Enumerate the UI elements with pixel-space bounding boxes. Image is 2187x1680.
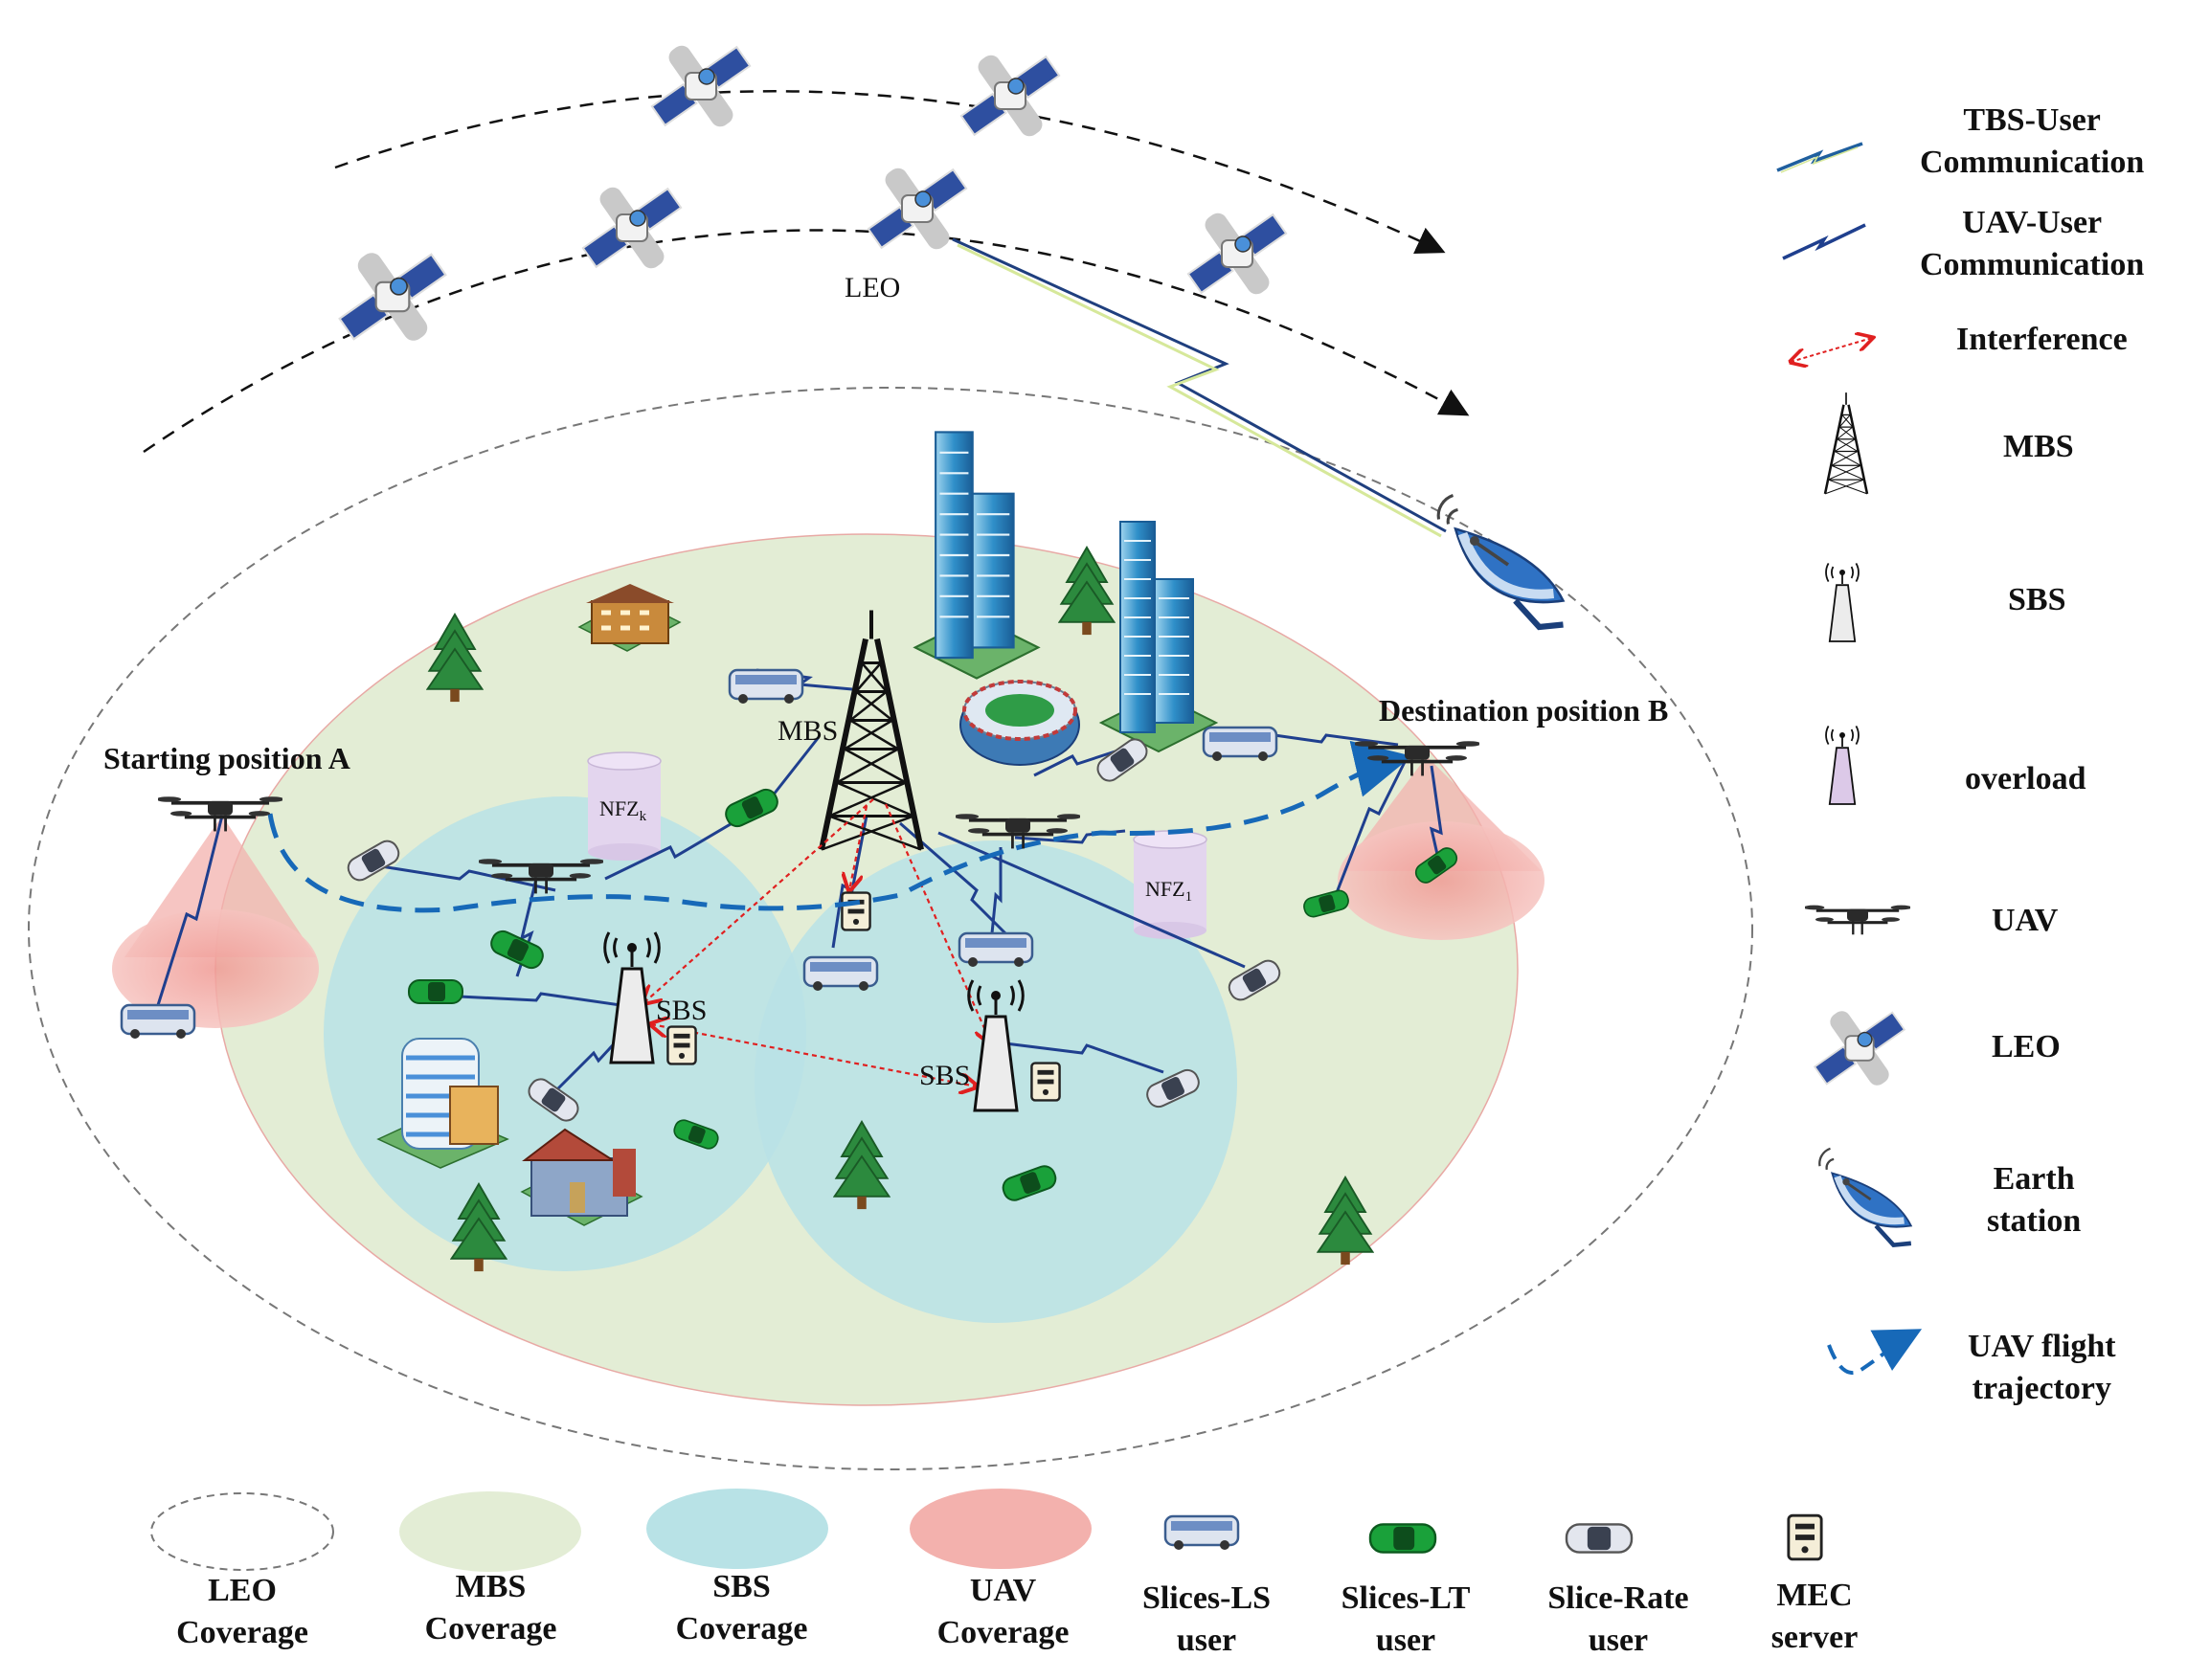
uav-coverage-icon: [910, 1489, 1092, 1569]
gray-car-icon: [1565, 1523, 1634, 1554]
stadium: [959, 680, 1080, 766]
mbs-label: MBS: [778, 715, 838, 747]
destination-position-label: Destination position B: [1379, 693, 1668, 728]
green-car-icon: [1368, 1523, 1437, 1554]
tbs-link-icon: [1776, 142, 1863, 172]
leo-coverage-icon: [150, 1492, 334, 1571]
mec-server-icon: [1787, 1513, 1823, 1561]
leo-satellite-6: [1186, 208, 1288, 300]
satellite-ground-link-highlight: [957, 243, 1442, 538]
house: [520, 1128, 643, 1226]
uav-link-icon: [1782, 223, 1866, 260]
interference-arrow-icon: [1791, 338, 1872, 362]
leo-label: LEO: [845, 272, 900, 303]
leo-satellite-2: [581, 182, 683, 274]
legend-mbs: MBS: [2003, 429, 2074, 464]
orbit-arc-lower: [143, 229, 1470, 454]
bus-5: [120, 1003, 196, 1039]
sbs-left-label: SBS: [656, 995, 707, 1026]
legend-sbs: SBS: [2008, 582, 2066, 617]
legend-bottom-icons: [150, 1489, 1823, 1572]
start-position-label: Starting position A: [103, 741, 350, 775]
leo-satellite-4: [959, 50, 1061, 142]
bus-3: [958, 931, 1034, 967]
nfz-1-label: NFZ1: [1145, 877, 1192, 905]
legend-right-icons: [1776, 142, 1923, 1376]
leo-satellite-icon: [1814, 1006, 1905, 1090]
earth-station-icon: [1819, 1149, 1911, 1245]
interference-lines: [643, 798, 991, 1086]
school-building: [577, 584, 682, 652]
sbs-antenna-icon: [1824, 562, 1860, 643]
mec-server-3: [841, 891, 871, 931]
uav-coverage-cone-b: [1338, 756, 1544, 940]
sbs-right-label: SBS: [919, 1060, 970, 1091]
mec-server-2: [1030, 1062, 1061, 1102]
uav-coverage-cone-a: [112, 816, 319, 1028]
bus-1: [728, 668, 804, 704]
legend-overload: overload: [1965, 761, 2086, 796]
satellite-ground-link: [952, 237, 1447, 533]
overload-antenna-icon: [1824, 725, 1860, 806]
bus-4: [1202, 726, 1278, 761]
legend-leo: LEO: [1992, 1029, 2061, 1064]
mbs-tower-icon: [1823, 391, 1869, 496]
leo-satellite-1: [338, 247, 447, 347]
mbs-coverage-icon: [399, 1491, 581, 1572]
green-car-3: [408, 979, 463, 1004]
leo-satellite-3: [650, 40, 752, 132]
uav-drone-icon: [1805, 904, 1910, 936]
orbit-arc-upper: [334, 90, 1446, 255]
mec-server-1: [666, 1025, 697, 1065]
nfz-k-label: NFZk: [599, 796, 647, 824]
legend-interference: Interference: [1956, 322, 2128, 357]
trajectory-arrow-icon: [1827, 1329, 1923, 1376]
legend-uav: UAV: [1992, 903, 2059, 938]
bus-icon: [1163, 1514, 1240, 1551]
sbs-coverage-icon: [646, 1489, 828, 1569]
bus-2: [802, 955, 879, 991]
office-building: [376, 1038, 509, 1169]
uav-flight-trajectory: [267, 740, 1412, 913]
